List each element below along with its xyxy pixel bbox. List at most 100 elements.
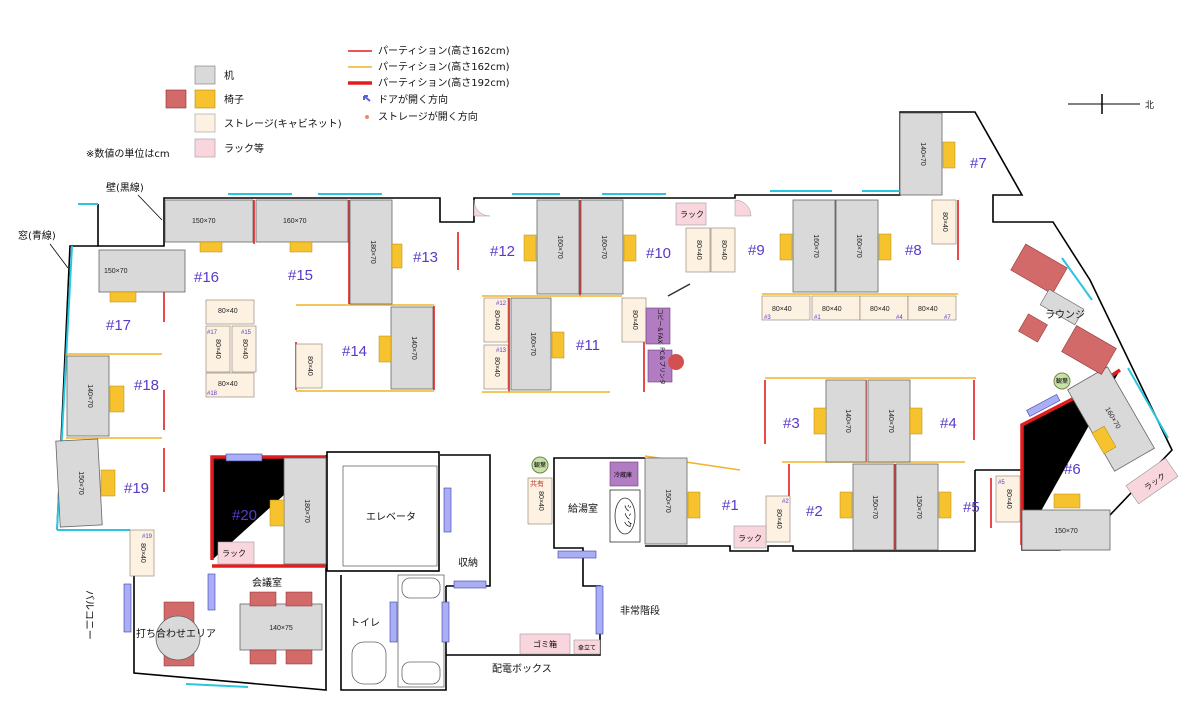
lounge-sofa-3: [1061, 325, 1117, 375]
lounge-label: ラウンジ: [1045, 309, 1085, 321]
legend-partition-162-yellow: パーティション(高さ162cm): [378, 60, 510, 73]
legend: 机 椅子 ストレージ(キャビネット) ラック等 ※数値の単位はcm パーティショ…: [18, 44, 510, 269]
desk-13-dim: 180×70: [369, 240, 376, 264]
svg-text:80×40: 80×40: [214, 339, 221, 359]
legend-chair-red-swatch: [165, 89, 187, 109]
svg-text:ラック: ラック: [680, 210, 704, 219]
desk-20: [283, 457, 327, 565]
svg-text:80×40: 80×40: [870, 306, 890, 313]
seat-16: #16: [194, 269, 219, 286]
desk-9: [792, 199, 836, 293]
legend-rack-swatch: [194, 138, 216, 158]
seat-9: #9: [748, 242, 765, 259]
seat-1: #1: [722, 497, 739, 514]
svg-text:#19: #19: [142, 534, 153, 540]
desk-9-dim: 160×70: [812, 234, 819, 258]
svg-text:#13: #13: [496, 348, 507, 354]
seat-5: #5: [963, 499, 980, 516]
desk-5-dim: 150×70: [915, 495, 922, 519]
desk-15-dim: 160×70: [283, 218, 307, 225]
desk-16: [164, 199, 254, 243]
compass: 北: [1068, 94, 1154, 114]
seat-12: #12: [490, 243, 515, 260]
seat-10: #10: [646, 245, 671, 262]
desk-3: [825, 379, 867, 463]
elevator-box: [342, 465, 438, 567]
storage-direction-icon: [365, 115, 369, 119]
desk-7: [899, 112, 943, 196]
shared-label: 共有: [530, 479, 544, 488]
svg-text:80×40: 80×40: [941, 212, 948, 232]
seat-3: #3: [783, 415, 800, 432]
desk-20-dim: 180×70: [303, 499, 310, 523]
svg-text:80×40: 80×40: [306, 356, 313, 376]
desk-8: [835, 199, 879, 293]
svg-text:80×40: 80×40: [139, 543, 146, 563]
desk-17-dim: 150×70: [104, 268, 128, 275]
svg-text:80×40: 80×40: [493, 357, 500, 377]
desk-17: [98, 249, 186, 293]
svg-text:80×40: 80×40: [775, 509, 782, 529]
desk-14-dim: 140×70: [410, 336, 417, 360]
seat-4: #4: [940, 415, 957, 432]
chair-15: [289, 241, 313, 253]
seat-numbers: #1 #2 #3 #4 #5 #6 #7 #8 #9 #10 #11 #12 #…: [106, 155, 1081, 524]
umbrella-stand: [573, 639, 601, 655]
desk-13: [349, 199, 393, 305]
chair-6a: [1091, 425, 1117, 455]
power-box-label: 配電ボックス: [492, 663, 552, 675]
desk-5: [895, 463, 939, 551]
trash-bin: [519, 633, 571, 655]
chair-7: [942, 141, 956, 169]
desk-19: [55, 438, 103, 528]
copier: [645, 307, 671, 345]
desk-12b: [580, 199, 624, 295]
storage-room-label: 収納: [458, 556, 478, 569]
seat-6: #6: [1064, 461, 1081, 478]
svg-text:80×40: 80×40: [493, 310, 500, 330]
legend-chair-swatch: [194, 89, 216, 109]
desk-11: [510, 297, 552, 391]
desk-8-dim: 160×70: [855, 234, 862, 258]
kitchen-label: 給湯室: [568, 502, 598, 515]
chair-16: [199, 241, 223, 253]
walls: [56, 111, 1173, 691]
racks: [217, 202, 1179, 565]
window-label: 窓(青線): [18, 229, 56, 242]
svg-text:傘立て: 傘立て: [578, 644, 596, 652]
seat-7: #7: [970, 155, 987, 172]
lounge-sofa-1: [1010, 243, 1068, 295]
svg-text:80×40: 80×40: [218, 308, 238, 315]
chair-20: [269, 499, 285, 527]
seat-11: #11: [576, 337, 600, 354]
fridge: [609, 461, 639, 487]
svg-text:シンク: シンク: [623, 504, 632, 528]
desk-6b-dim: 150×70: [1054, 528, 1078, 535]
desk-2-dim: 150×70: [871, 495, 878, 519]
toilet-fixtures: [351, 574, 445, 688]
seat-15: #15: [288, 267, 313, 284]
lounge-sofa-2: [1018, 313, 1048, 343]
chair-11: [551, 331, 565, 359]
chair-4: [909, 407, 923, 435]
svg-text:観葉: 観葉: [1056, 377, 1068, 385]
desk-16-dim: 150×70: [192, 218, 216, 225]
printer: [647, 349, 673, 383]
meeting-room-label: 会議室: [252, 576, 282, 589]
desk-15: [255, 199, 349, 243]
desk-12a-dim: 160×70: [556, 235, 563, 259]
chair-13: [391, 243, 403, 269]
svg-text:#3: #3: [764, 315, 771, 321]
seat-20: #20: [232, 507, 257, 524]
svg-text:80×40: 80×40: [631, 310, 638, 330]
legend-desk-swatch: [194, 65, 216, 85]
seat-2: #2: [806, 503, 823, 520]
desk-4: [867, 379, 911, 463]
svg-text:80×40: 80×40: [822, 306, 842, 313]
desks: [55, 112, 1155, 651]
desk-6b: [1021, 509, 1111, 551]
svg-text:80×40: 80×40: [537, 491, 544, 511]
sink: [614, 497, 636, 535]
seat-17: #17: [106, 317, 131, 334]
desk-12b-dim: 160×70: [600, 235, 607, 259]
